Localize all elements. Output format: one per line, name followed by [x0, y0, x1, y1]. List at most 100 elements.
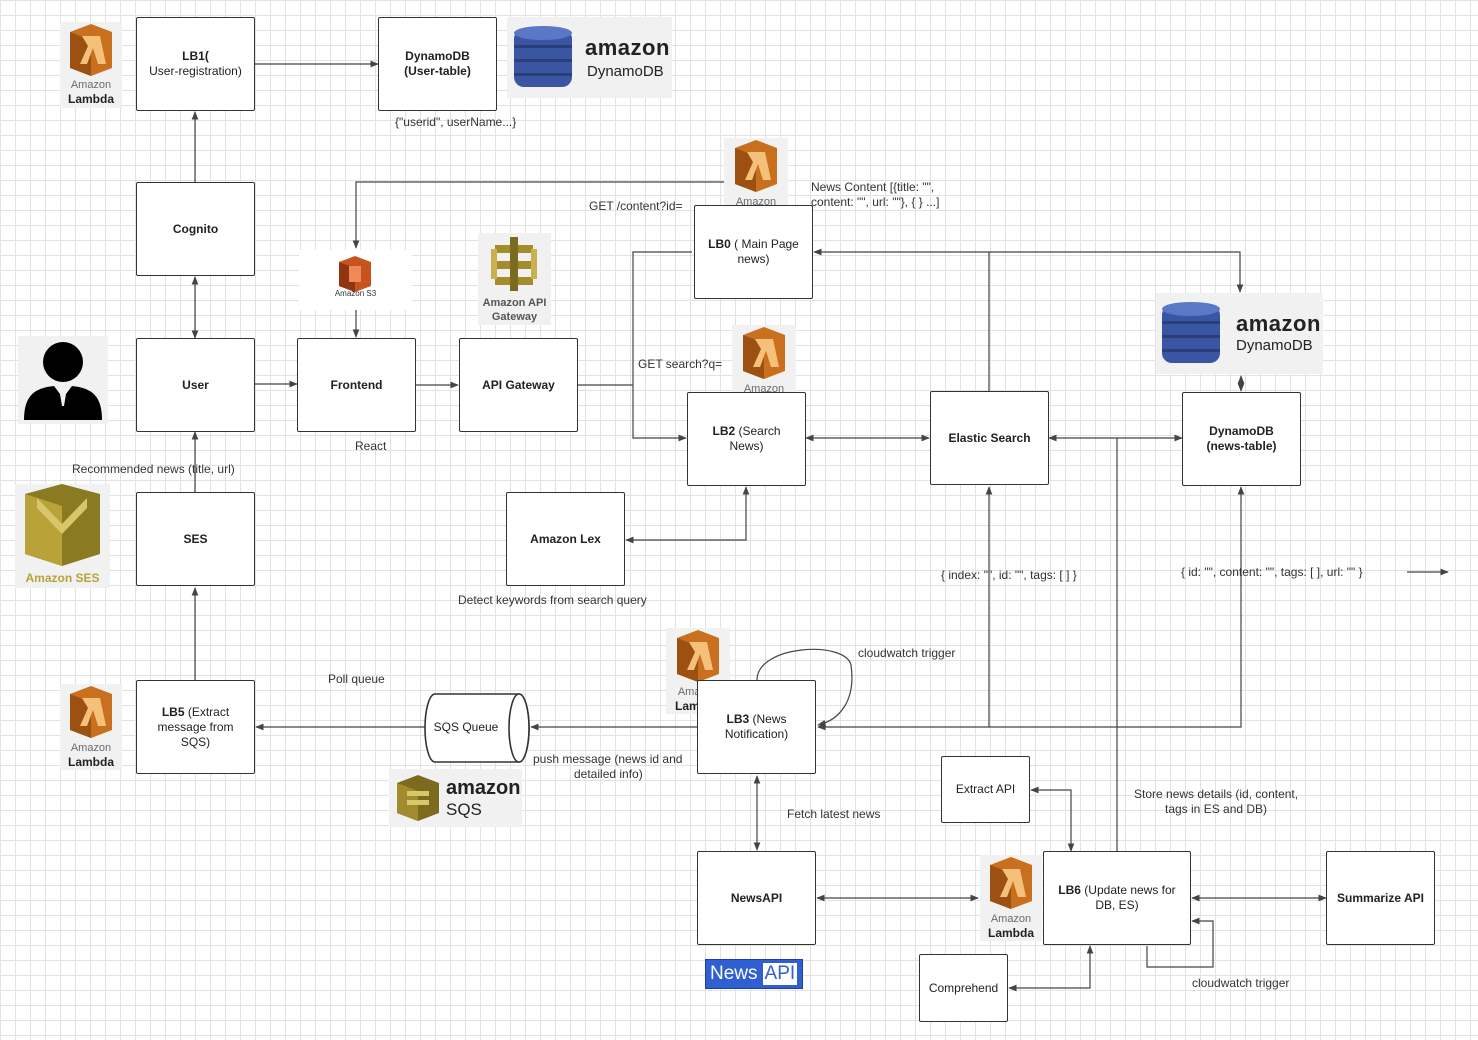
lambda-glyph [677, 630, 719, 682]
label-push-message-2: detailed info) [574, 767, 643, 781]
node-frontend-title: Frontend [330, 377, 383, 392]
dynamodb-logo-word1: amazon [1236, 311, 1321, 336]
label-news-content-1: News Content [{title: "", [811, 180, 935, 194]
label-poll-queue: Poll queue [328, 672, 385, 686]
node-lb1-title: LB1( [182, 49, 209, 63]
node-newsapi[interactable]: NewsAPI [697, 851, 816, 945]
newsapi-logo-part2: API [762, 963, 798, 985]
lambda-icon: Amazon Lambda [60, 684, 122, 770]
label-get-content: GET /content?id= [589, 199, 683, 213]
node-lb3-desc-1: (News [749, 712, 787, 726]
lambda-caption-1: Amazon [990, 913, 1032, 925]
node-user[interactable]: User [136, 338, 255, 432]
sqs-logo-word2: SQS [446, 800, 482, 819]
lambda-caption-2: Lambda [987, 926, 1034, 940]
dynamodb-logo-word2: DynamoDB [587, 63, 664, 80]
label-recommended-news: Recommended news (title, url) [72, 462, 235, 476]
lambda-glyph [990, 857, 1032, 909]
lambda-glyph [70, 24, 112, 76]
label-get-search: GET search?q= [638, 357, 723, 371]
node-lb1-subtitle: User-registration) [149, 64, 242, 78]
node-lb6-desc-1: (Update news for [1080, 883, 1176, 897]
label-cloudwatch-trigger-lb6: cloudwatch trigger [1192, 976, 1290, 990]
edge-lb6-cloudwatch-loop [1146, 917, 1214, 968]
sqs-icon: amazon SQS [389, 769, 522, 827]
node-sqs-queue[interactable]: SQS Queue [423, 692, 531, 764]
s3-glyph [339, 256, 371, 292]
node-lb5-desc-3: SQS) [180, 734, 211, 749]
node-frontend[interactable]: Frontend [297, 338, 416, 432]
label-store-news-2: tags in ES and DB) [1165, 802, 1268, 816]
edge-lb3-cloudwatch-loop [756, 648, 853, 727]
node-lb5-desc-1: (Extract [184, 704, 230, 719]
dynamodb-logo-word1: amazon [585, 35, 670, 60]
api-gateway-icon: Amazon API Gateway [478, 233, 551, 325]
node-lb6-desc-2: DB, ES) [1095, 898, 1139, 912]
node-lb5-title: LB5 [161, 704, 185, 719]
node-lb2[interactable]: LB2 (Search News) [687, 392, 806, 486]
node-sqs-queue-title: SQS Queue [433, 720, 499, 734]
node-extract-api[interactable]: Extract API [941, 756, 1030, 823]
s3-caption: Amazon S3 [334, 289, 377, 298]
node-lb3-title: LB3 [726, 712, 750, 726]
node-elastic-search-title: Elastic Search [948, 430, 1031, 445]
lambda-glyph [70, 686, 112, 738]
node-lb0-desc-2: news) [737, 252, 770, 266]
node-dynamodb-news-title: DynamoDB [1209, 424, 1274, 438]
label-detect-keywords: Detect keywords from search query [458, 593, 647, 607]
label-news-content-2: content: "", url: ""}, { } ...] [811, 195, 940, 209]
label-es-schema: { index: "", id: "", tags: [ ] } [941, 568, 1077, 582]
node-dynamodb-user-table[interactable]: DynamoDB (User-table) [378, 17, 497, 111]
edge-lb6-to-elastic [1048, 434, 1118, 851]
node-dynamodb-news-table[interactable]: DynamoDB (news-table) [1182, 392, 1301, 486]
node-comprehend[interactable]: Comprehend [919, 954, 1008, 1022]
node-lb5-desc-2: message from [157, 719, 234, 734]
lambda-caption-2: Lambda [67, 92, 114, 106]
node-ses[interactable]: SES [136, 492, 255, 586]
node-lb3[interactable]: LB3 (News Notification) [697, 680, 816, 774]
lambda-glyph [735, 140, 777, 192]
label-push-message-1: push message (news id and [533, 752, 683, 766]
node-lb3-desc-2: Notification) [724, 727, 789, 741]
sqs-queue-shape [424, 693, 530, 763]
sqs-glyph [397, 775, 439, 821]
node-lb0-desc-1: ( Main Page [730, 237, 799, 251]
node-lb6-title: LB6 [1058, 883, 1081, 897]
node-cognito-title: Cognito [172, 221, 219, 236]
node-cognito[interactable]: Cognito [136, 182, 255, 276]
ses-icon: Amazon SES [15, 484, 110, 588]
node-summarize-api[interactable]: Summarize API [1326, 851, 1435, 945]
node-comprehend-title: Comprehend [928, 980, 999, 995]
node-api-gateway[interactable]: API Gateway [459, 338, 578, 432]
lambda-icon: Amazon Lambda [666, 628, 730, 714]
node-amazon-lex[interactable]: Amazon Lex [506, 492, 625, 586]
node-user-title: User [182, 377, 209, 392]
lambda-glyph [743, 327, 785, 379]
newsapi-logo: News API [705, 959, 803, 989]
dynamodb-glyph [514, 26, 572, 87]
dynamodb-logo-word2: DynamoDB [1236, 337, 1313, 354]
node-elastic-search[interactable]: Elastic Search [930, 391, 1049, 485]
node-dynamodb-user-title: DynamoDB [405, 49, 470, 63]
lambda-caption-1: Amazon [70, 742, 112, 754]
edge-elastic-to-lb0 [813, 248, 990, 391]
sqs-logo-word1: amazon [446, 777, 521, 799]
edge-elastic-to-lb3 [817, 486, 993, 731]
node-lb5[interactable]: LB5 (Extract message from SQS) [136, 680, 255, 774]
api-gateway-caption-1: Amazon API [482, 297, 547, 309]
user-glyph [24, 342, 102, 420]
node-lb1[interactable]: LB1( User-registration) [136, 17, 255, 111]
node-lb0[interactable]: LB0 ( Main Page news) [694, 205, 813, 299]
node-lb2-desc-1: (Search [735, 424, 781, 438]
label-store-news-1: Store news details (id, content, [1134, 787, 1299, 801]
node-lb6[interactable]: LB6 (Update news for DB, ES) [1043, 851, 1191, 945]
lambda-icon: Amazon Lambda [60, 22, 122, 108]
node-dynamodb-news-subtitle: (news-table) [1206, 439, 1277, 453]
lambda-icon: Amazon Lambda [980, 855, 1042, 941]
edge-lb2-to-lex [625, 486, 750, 544]
edge-api-gateway-to-lb0-lb2 [577, 251, 692, 438]
lambda-caption-1: Amazon [70, 79, 112, 91]
node-dynamodb-user-subtitle: (User-table) [404, 64, 471, 78]
edge-dynamodb-news-to-lb3 [989, 486, 1245, 728]
